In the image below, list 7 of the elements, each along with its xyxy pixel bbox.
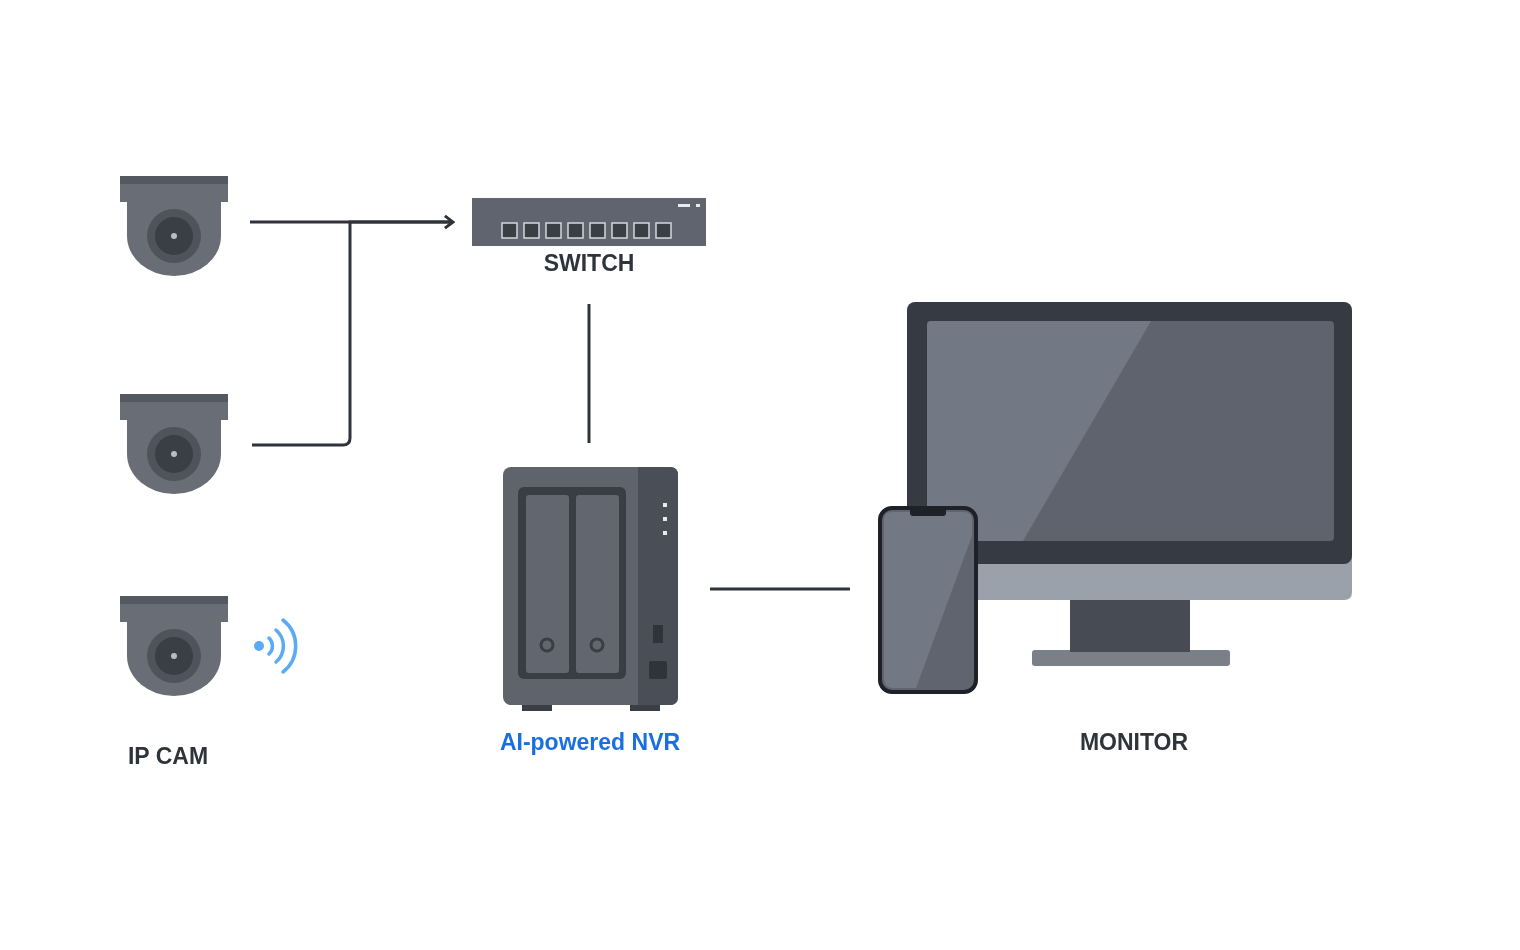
device-label: SWITCH bbox=[543, 250, 635, 277]
cable-line bbox=[710, 587, 850, 591]
cable-line bbox=[252, 214, 455, 447]
device-label: AI-powered NVR bbox=[499, 729, 681, 756]
device-label: IP CAM bbox=[127, 743, 209, 770]
device-label: MONITOR bbox=[1079, 729, 1189, 756]
cable-line bbox=[587, 304, 591, 443]
